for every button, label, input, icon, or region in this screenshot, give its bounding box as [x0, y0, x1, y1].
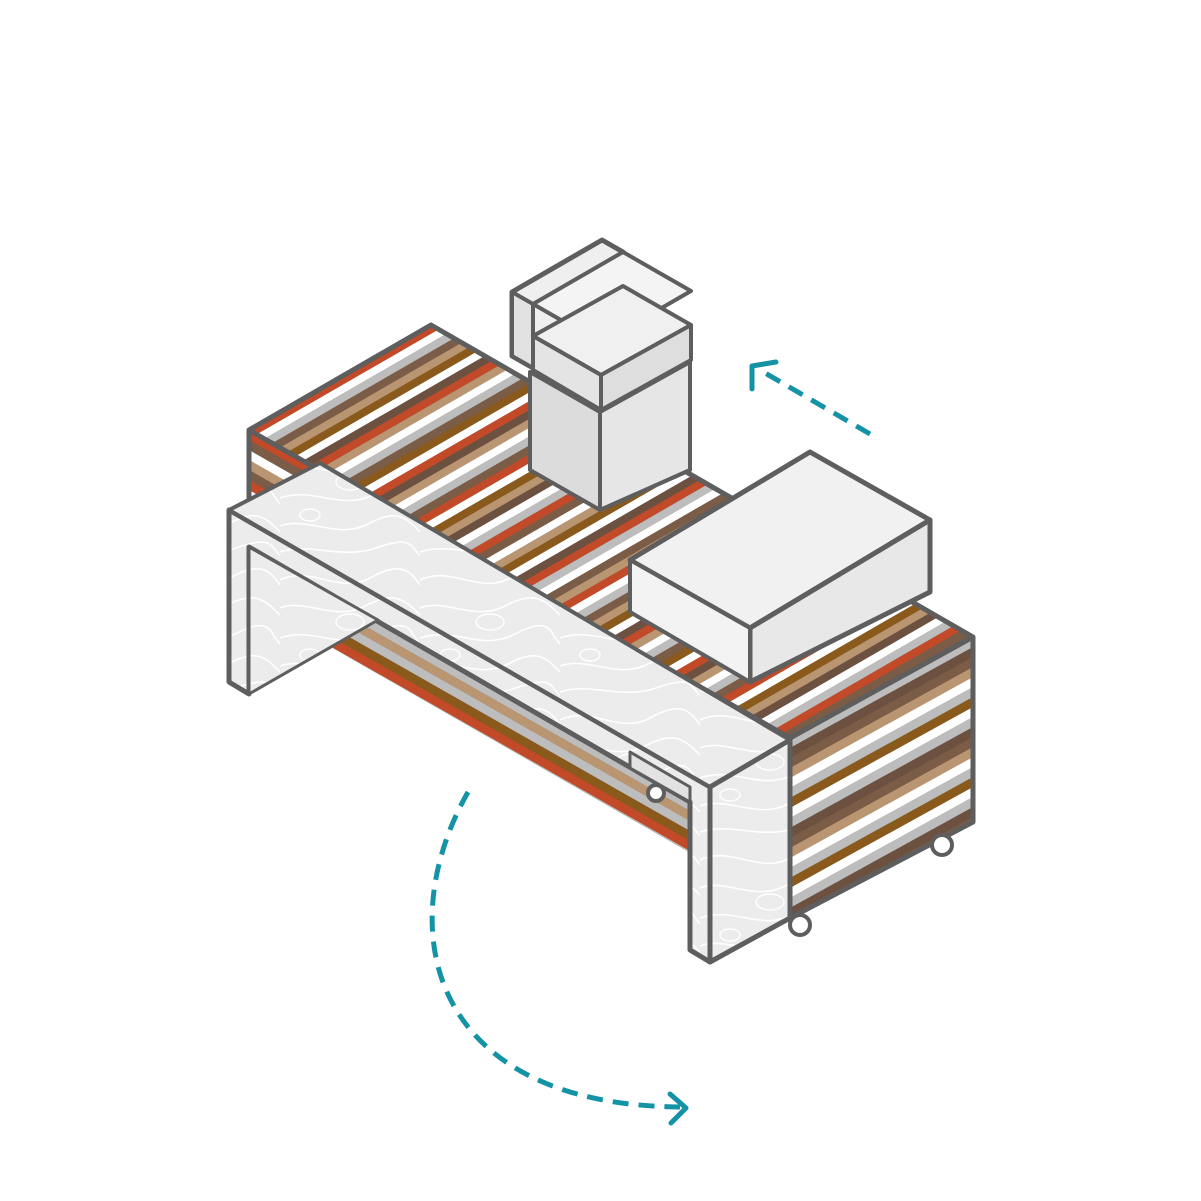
- bench-stripe: [790, 777, 973, 888]
- bench-stripe: [774, 624, 965, 734]
- bench-stripe: [341, 377, 532, 488]
- slab-bench: [226, 461, 793, 965]
- bench-stripe: [372, 395, 563, 505]
- bench-stripe: [542, 492, 733, 602]
- bench-stripe: [790, 747, 973, 858]
- bench-stripe: [790, 697, 973, 808]
- bench-stripe: [790, 737, 973, 848]
- caster-wheel-icon: [788, 913, 812, 937]
- bench-stripe: [790, 727, 973, 838]
- bench-stripe: [790, 787, 973, 898]
- bench-stripe: [790, 807, 973, 918]
- bench-stripe: [751, 611, 942, 721]
- bench-stripe: [790, 677, 973, 788]
- slide-direction-arrow-icon: [749, 359, 872, 437]
- bench-stripe: [349, 382, 540, 492]
- bench-stripe: [790, 797, 973, 908]
- bench-stripe: [380, 399, 571, 510]
- bench-stripe: [249, 580, 790, 898]
- bench-stripe: [790, 717, 973, 828]
- bench-stripe: [790, 767, 973, 878]
- bench-stripe: [504, 470, 694, 580]
- back-chair: [509, 237, 693, 512]
- bench-stripe: [743, 606, 934, 716]
- bench-stripe: [249, 590, 790, 908]
- bench-stripe: [766, 619, 957, 730]
- bench-stripe: [790, 757, 973, 868]
- bench-stripe: [790, 667, 973, 778]
- curved-rotate-arrow-icon: [429, 790, 689, 1126]
- bench-stripe: [511, 474, 702, 584]
- bench-stripe: [790, 657, 973, 768]
- bench-stripe: [519, 479, 710, 589]
- bench-stripe: [264, 333, 455, 444]
- bench-stripe: [782, 628, 972, 738]
- bench-stripe: [735, 602, 926, 712]
- bench-stripe: [310, 360, 501, 470]
- bench-stripe: [790, 707, 973, 818]
- bench-stripe: [295, 351, 486, 461]
- bench-stripe: [527, 483, 717, 593]
- bench-stripe: [790, 647, 973, 758]
- bench-stripe: [790, 687, 973, 798]
- bench-stripe: [326, 369, 517, 479]
- bench-stripe: [287, 347, 478, 457]
- bench-stripe: [728, 597, 918, 708]
- bench-stripe: [249, 325, 439, 435]
- low-table: [627, 449, 933, 685]
- bench-stripe: [279, 342, 470, 452]
- bench-stripe: [357, 386, 547, 496]
- bench-stripe: [318, 364, 509, 474]
- bench-stripe: [534, 487, 725, 598]
- bench-stripe: [256, 329, 447, 439]
- bench-stripe: [759, 615, 949, 725]
- bench-stripe: [364, 391, 555, 501]
- bench-stripe: [249, 570, 790, 888]
- bench-stripe: [334, 373, 524, 483]
- bench-stripe: [272, 338, 462, 448]
- bench-stripe: [303, 355, 493, 466]
- caster-wheel-icon: [930, 833, 954, 857]
